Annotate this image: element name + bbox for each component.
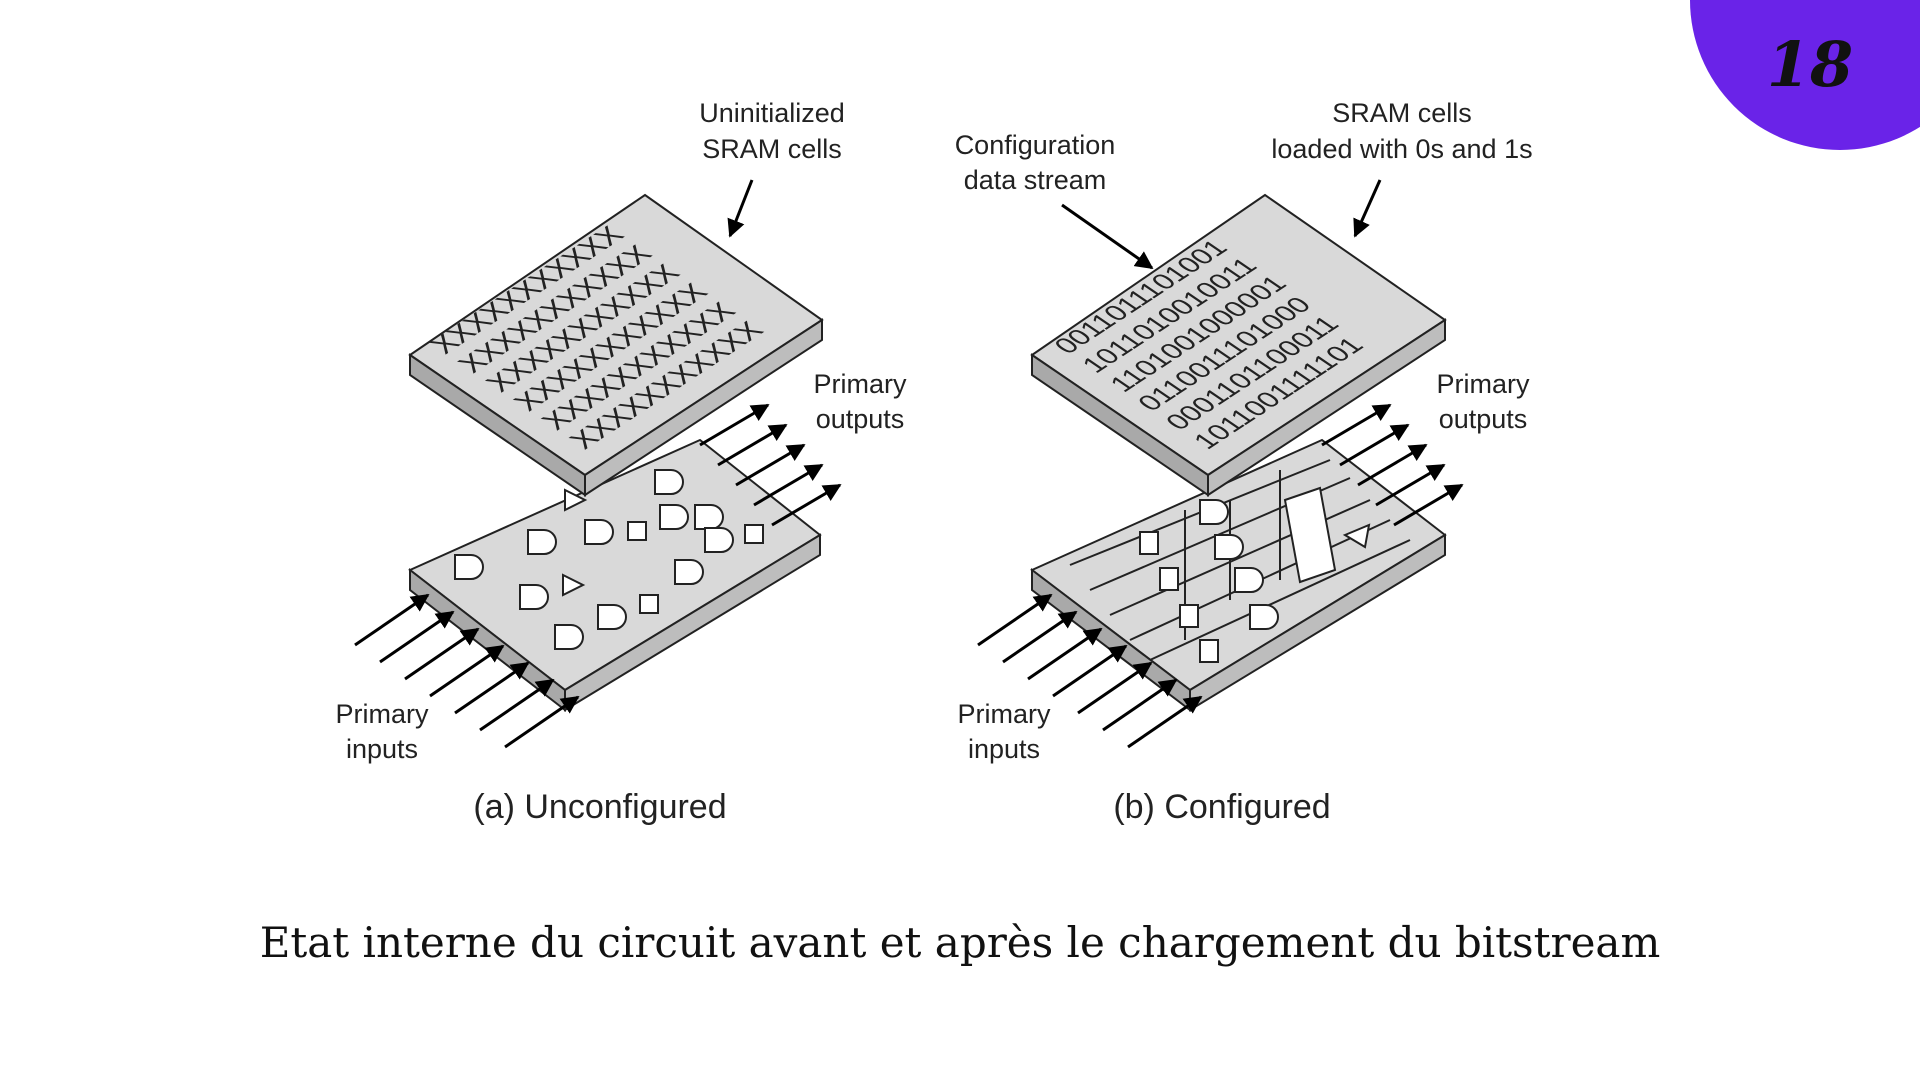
sram-label-right-line2: loaded with 0s and 1s xyxy=(1271,134,1532,164)
slide-caption: Etat interne du circuit avant et après l… xyxy=(259,918,1661,967)
sram-plate-left: XXXXXXXXXXX XXXXXXXXXXX XXXXXXXXXXX XXXX… xyxy=(408,193,824,497)
outputs-label-right-line1: Primary xyxy=(1437,369,1530,399)
sram-label-right-line1: SRAM cells xyxy=(1332,98,1472,128)
stream-pointer xyxy=(1061,203,1154,270)
stream-label-line2: data stream xyxy=(964,165,1107,195)
sram-label-left-line2: SRAM cells xyxy=(702,134,842,164)
input-arrows-left xyxy=(354,593,580,749)
sram-label-pointer-left xyxy=(727,179,754,238)
outputs-label-left-line2: outputs xyxy=(816,404,905,434)
stream-label-line1: Configuration xyxy=(955,130,1116,160)
page-number: 18 xyxy=(1766,28,1854,101)
caption-configured: (b) Configured xyxy=(1113,788,1330,826)
sram-label-left-line1: Uninitialized xyxy=(699,98,845,128)
input-arrows-right xyxy=(977,593,1203,749)
logic-plate-left xyxy=(408,438,822,713)
routed-logic xyxy=(1069,459,1411,663)
outputs-label-right-line2: outputs xyxy=(1439,404,1528,434)
sram-label-pointer-right xyxy=(1353,179,1382,238)
panel-unconfigured: XXXXXXXXXXX XXXXXXXXXXX XXXXXXXXXXX XXXX… xyxy=(336,98,907,826)
output-arrows-right xyxy=(1321,403,1464,527)
sram-plate-right: 0011011101001 1011010010011 110100100000… xyxy=(1030,193,1447,497)
output-arrows-left xyxy=(699,403,842,527)
inputs-label-right-line2: inputs xyxy=(968,734,1040,764)
scattered-logic-gates xyxy=(454,469,764,650)
inputs-label-left-line2: inputs xyxy=(346,734,418,764)
inputs-label-right-line1: Primary xyxy=(958,699,1051,729)
inputs-label-left-line1: Primary xyxy=(336,699,429,729)
caption-unconfigured: (a) Unconfigured xyxy=(473,788,726,826)
panel-configured: 0011011101001 1011010010011 110100100000… xyxy=(955,98,1533,826)
outputs-label-left-line1: Primary xyxy=(814,369,907,399)
fpga-configuration-figure: XXXXXXXXXXX XXXXXXXXXXX XXXXXXXXXXX XXXX… xyxy=(336,98,1533,826)
logic-plate-right xyxy=(1030,438,1447,713)
